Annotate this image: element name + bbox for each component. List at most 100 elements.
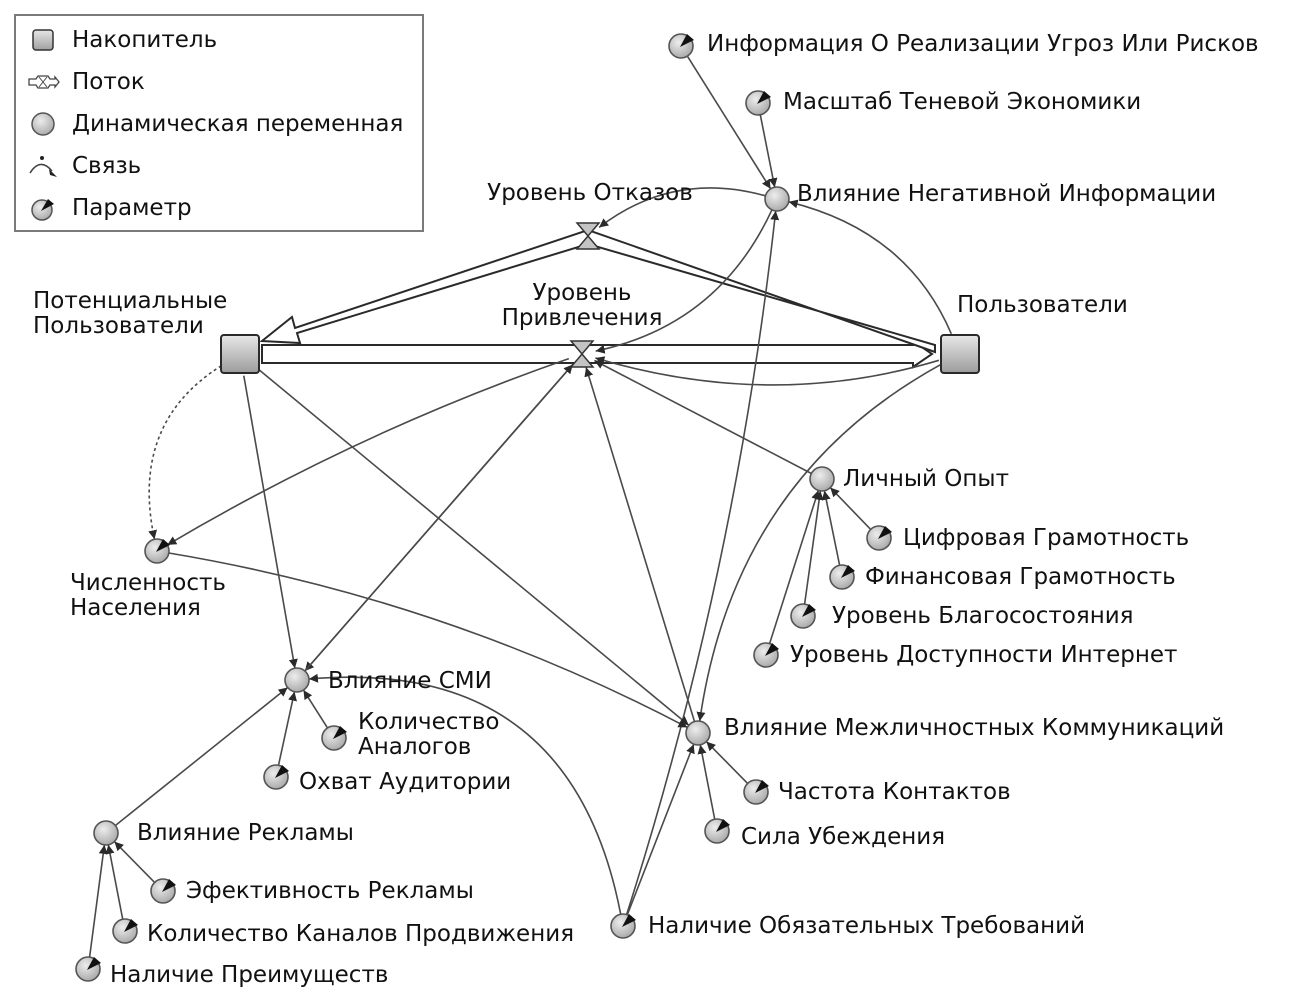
stock-label-users: Пользователи	[957, 292, 1128, 318]
link-interpersonal-to-attraction[interactable]	[584, 367, 696, 722]
parameter-dial-icon	[124, 919, 138, 932]
parameter-audience[interactable]	[263, 764, 289, 790]
variable-label-neg_info: Влияние Негативной Информации	[797, 181, 1216, 207]
parameter-label-welfare: Уровень Благосостояния	[832, 603, 1134, 629]
parameter-contacts[interactable]	[743, 779, 769, 805]
stock-users[interactable]	[940, 334, 980, 374]
link-attraction-to-population[interactable]	[166, 357, 570, 546]
parameter-advantages[interactable]	[75, 956, 101, 982]
parameter-welfare[interactable]	[790, 603, 816, 629]
parameter-dial-icon	[31, 199, 54, 221]
parameter-shadow_econ[interactable]	[745, 90, 771, 116]
legend-label-variable: Динамическая переменная	[72, 111, 404, 137]
link-channels-to-advert[interactable]	[105, 844, 124, 920]
flow-label-attraction: Уровень	[533, 280, 632, 306]
parameter-label-population: Населения	[70, 595, 201, 621]
link-neg_info-to-refusals[interactable]	[598, 187, 766, 229]
variable-neg_info[interactable]	[764, 186, 790, 212]
link-persuasion-to-interpersonal[interactable]	[697, 744, 716, 820]
link-potential-to-media[interactable]	[243, 375, 298, 669]
stock-potential[interactable]	[220, 334, 260, 374]
link-mandatory-to-media[interactable]	[308, 673, 622, 915]
variable-advert[interactable]	[93, 820, 119, 846]
legend-label-parameter: Параметр	[72, 195, 192, 221]
variable-personal_exp[interactable]	[809, 466, 835, 492]
parameter-label-audience: Охват Аудитории	[299, 769, 511, 795]
link-neg_info-to-attraction[interactable]	[595, 209, 773, 354]
parameter-digital_lit[interactable]	[866, 525, 892, 551]
legend-item-link: Связь	[26, 146, 141, 186]
flow-valve-refusals[interactable]	[575, 222, 601, 250]
variable-label-interpersonal: Влияние Межличностных Коммуникаций	[724, 715, 1224, 741]
parameter-analogs[interactable]	[321, 725, 347, 751]
link-advantages-to-advert[interactable]	[88, 844, 108, 958]
variable-interpersonal[interactable]	[685, 720, 711, 746]
link-audience-to-media[interactable]	[277, 691, 297, 766]
link-welfare-to-personal_exp[interactable]	[803, 490, 824, 605]
link-users-to-interpersonal[interactable]	[696, 363, 942, 722]
variable-label-personal_exp: Личный Опыт	[843, 466, 1009, 492]
parameter-internet[interactable]	[753, 642, 779, 668]
parameter-threat_info[interactable]	[668, 33, 694, 59]
link-mandatory-to-interpersonal[interactable]	[626, 743, 695, 916]
parameter-label-threat_info: Информация О Реализации Угроз Или Рисков	[707, 31, 1259, 57]
link-internet-to-personal_exp[interactable]	[768, 490, 820, 644]
flow-pipes	[259, 228, 936, 369]
parameter-label-analogs: Аналогов	[358, 734, 471, 760]
link-digital_lit-to-personal_exp[interactable]	[829, 487, 872, 530]
parameter-dial-icon	[802, 604, 816, 617]
link-ad_eff-to-advert[interactable]	[113, 841, 156, 883]
parameter-persuasion[interactable]	[704, 818, 730, 844]
parameter-label-ad_eff: Эфективность Рекламы	[186, 878, 474, 904]
parameter-dial-icon	[156, 539, 170, 552]
parameter-population[interactable]	[144, 538, 170, 564]
curved-arrow-link-icon	[29, 156, 57, 177]
circle-variable-icon	[31, 112, 55, 136]
legend-label-flow: Поток	[72, 69, 145, 95]
link-personal_exp-to-attraction[interactable]	[594, 359, 812, 475]
parameter-label-digital_lit: Цифровая Грамотность	[903, 525, 1189, 551]
parameter-label-advantages: Наличие Преимуществ	[110, 962, 388, 988]
variable-label-advert: Влияние Рекламы	[137, 820, 354, 846]
legend-label-stock: Накопитель	[72, 27, 218, 53]
parameter-fin_lit[interactable]	[829, 564, 855, 590]
parameter-dial-icon	[841, 565, 855, 578]
parameter-label-contacts: Частота Контактов	[778, 779, 1011, 805]
parameter-label-fin_lit: Финансовая Грамотность	[865, 564, 1176, 590]
parameter-mandatory[interactable]	[610, 913, 636, 939]
square-stock-icon	[32, 29, 54, 51]
link-threat_info-to-neg_info[interactable]	[686, 55, 772, 190]
legend-label-link: Связь	[72, 153, 142, 179]
parameter-dial-icon	[680, 34, 694, 47]
parameter-ad_eff[interactable]	[150, 878, 176, 904]
parameter-dial-icon	[333, 726, 347, 739]
link-shadow_econ-to-neg_info[interactable]	[759, 114, 778, 188]
parameter-dial-icon	[87, 957, 101, 970]
variable-label-media: Влияние СМИ	[328, 668, 492, 694]
flow-valve-attraction[interactable]	[569, 340, 595, 368]
link-potential-to-interpersonal[interactable]	[256, 367, 690, 726]
parameter-label-population: Численность	[70, 570, 226, 596]
parameter-channels[interactable]	[112, 918, 138, 944]
link-mandatory-to-neg_info[interactable]	[625, 210, 780, 915]
parameter-dial-icon	[878, 526, 892, 539]
labels: ПотенциальныеПользователиПользователиУро…	[33, 31, 1259, 988]
link-population-to-interpersonal[interactable]	[168, 552, 688, 729]
link-advert-to-media[interactable]	[114, 686, 289, 827]
variable-media[interactable]	[284, 667, 310, 693]
link-contacts-to-interpersonal[interactable]	[705, 741, 749, 784]
link-users-to-attraction[interactable]	[595, 356, 940, 386]
flow-label-attraction: Привлечения	[502, 305, 663, 331]
parameter-dial-icon	[275, 765, 289, 778]
link-fin_lit-to-personal_exp[interactable]	[821, 490, 841, 566]
nodes	[75, 33, 980, 982]
flow-pipe-attraction[interactable]	[261, 339, 934, 369]
parameter-dial-icon	[716, 819, 730, 832]
link-potential-to-population[interactable]	[148, 365, 222, 540]
flow-pipe-refusals[interactable]	[259, 228, 936, 354]
link-users-to-neg_info[interactable]	[788, 199, 953, 335]
link-media-to-attraction[interactable]	[304, 363, 574, 672]
parameter-label-persuasion: Сила Убеждения	[741, 824, 945, 850]
link-analogs-to-media[interactable]	[302, 689, 329, 729]
